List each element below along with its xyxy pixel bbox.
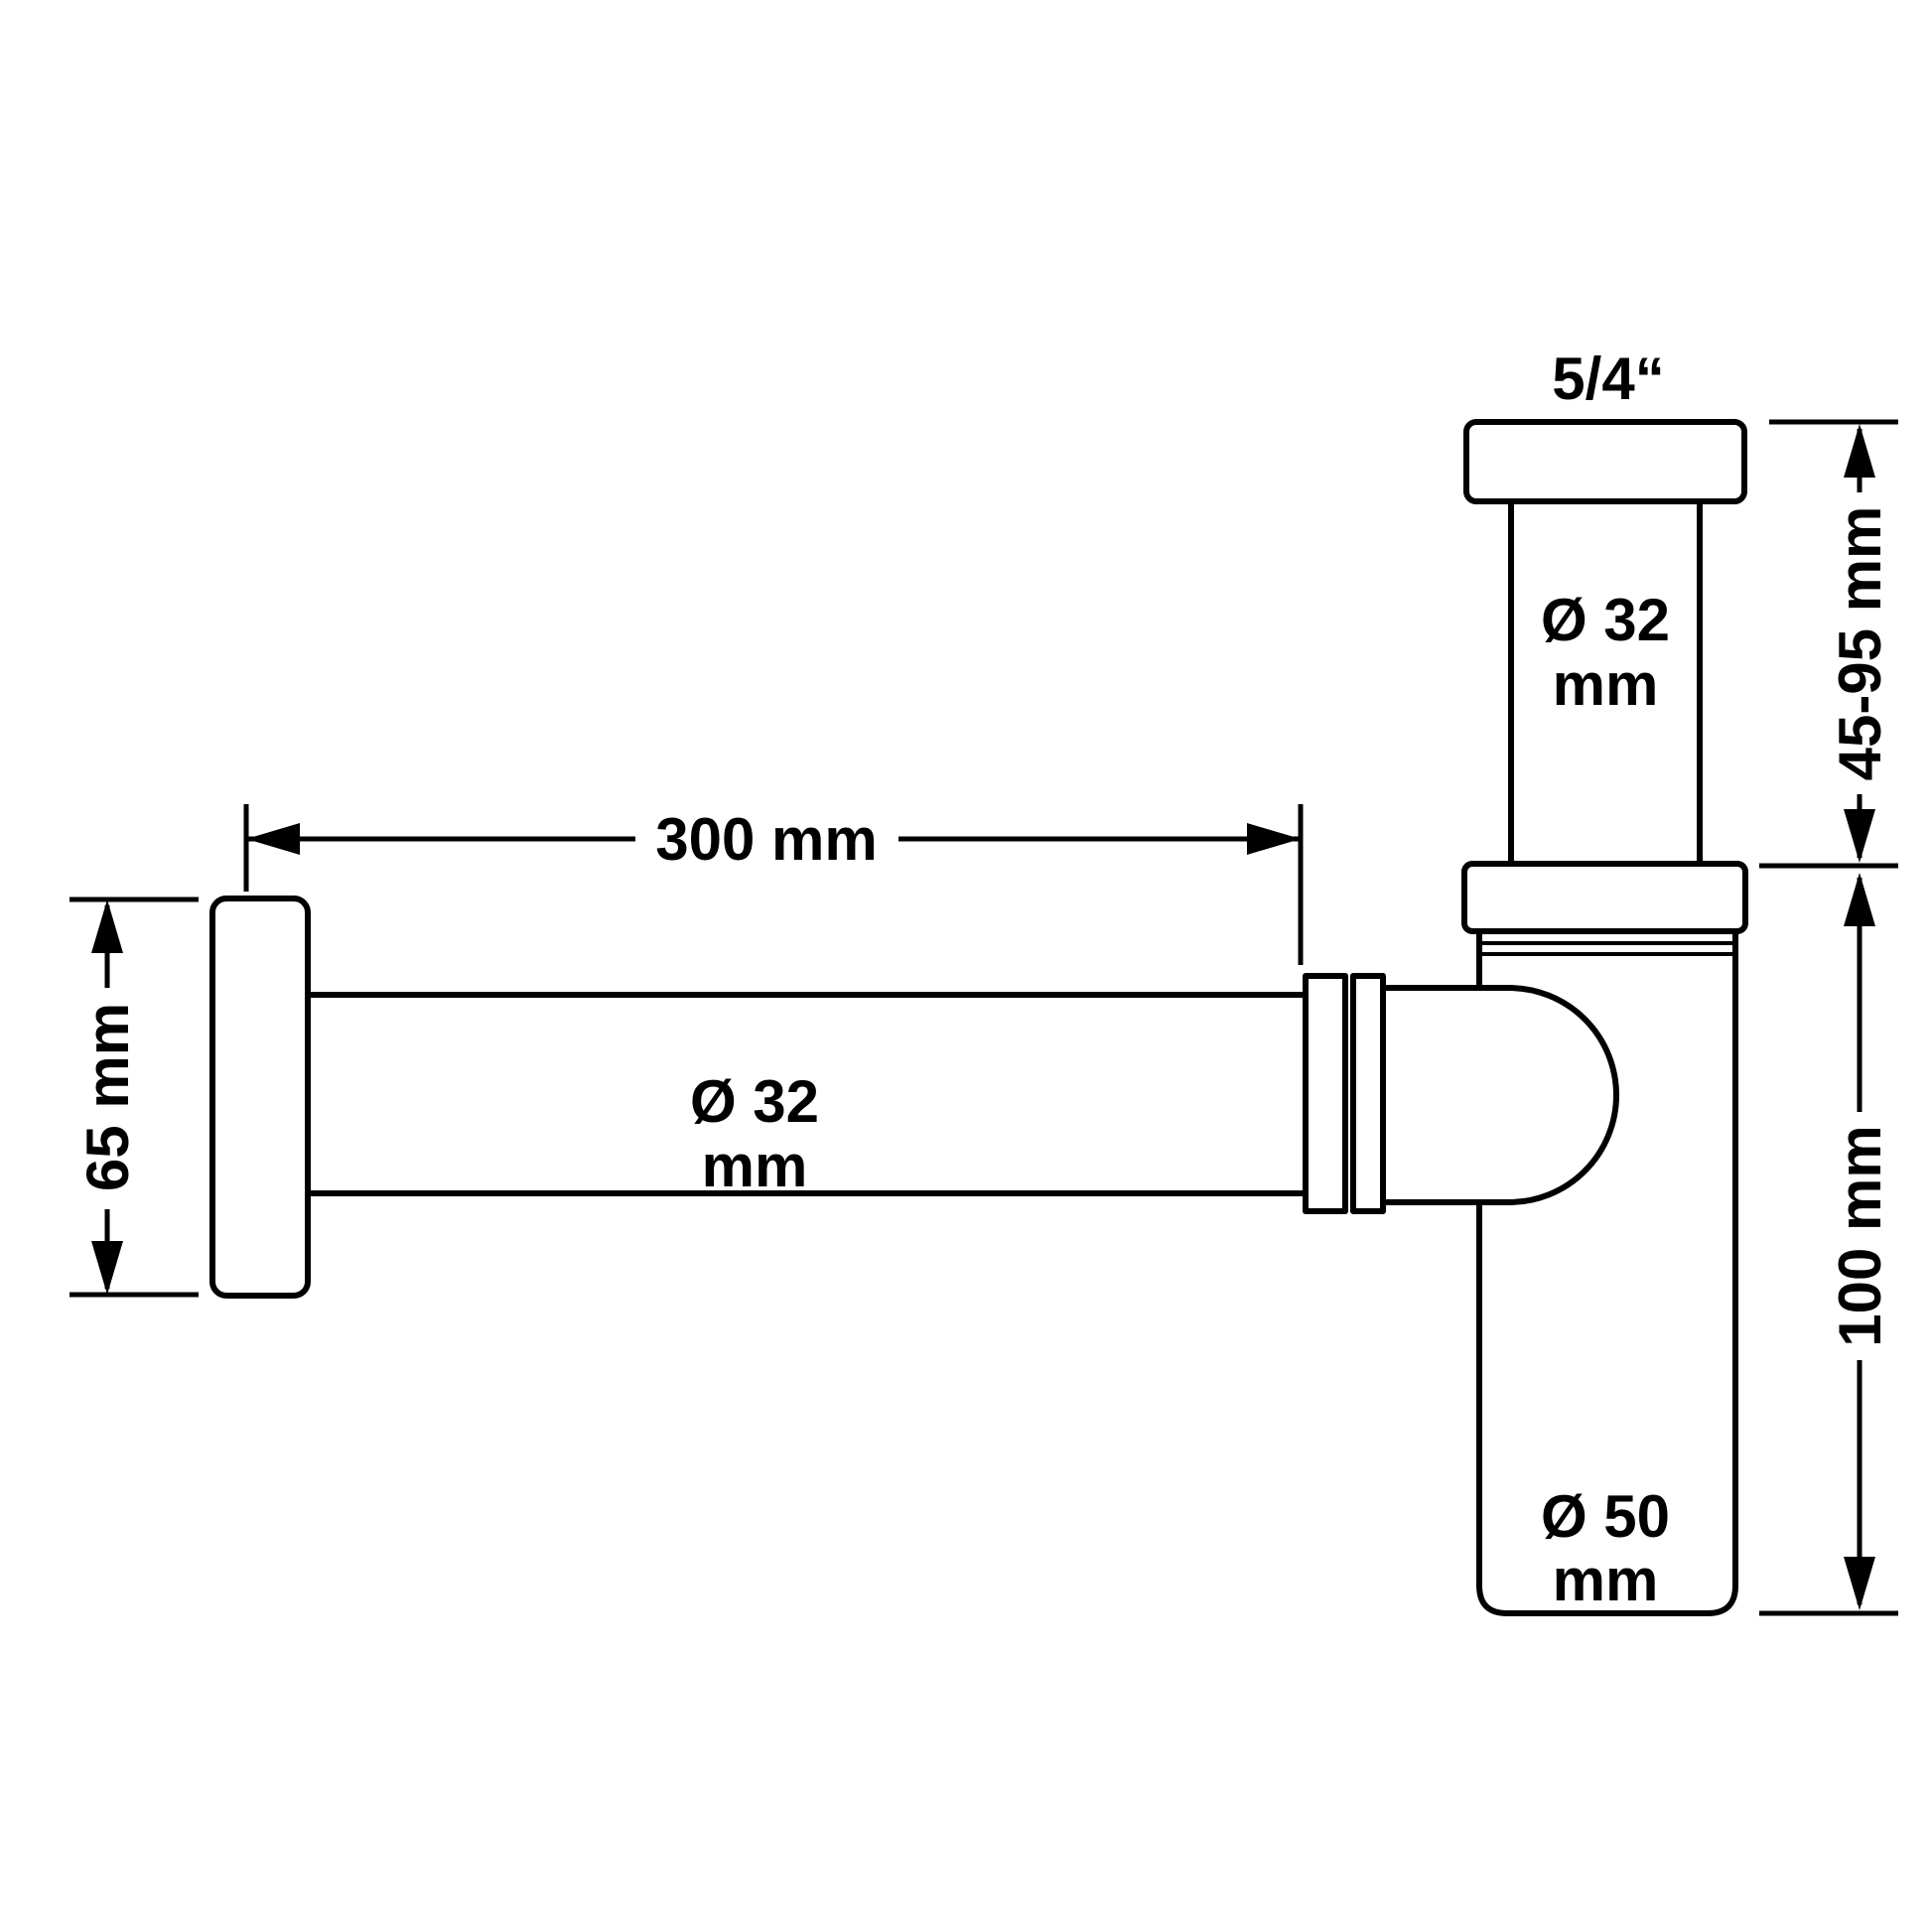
dimension-100mm: 100 mm [1759,873,1898,1616]
wall-flange [209,896,311,1299]
thread-size-label: 5/4“ [1552,345,1664,412]
dimension-65mm: 65 mm [69,897,199,1298]
arrow-down-icon [1844,1557,1875,1610]
vertical-pipe-diameter-label-line2: mm [1553,651,1659,718]
arrow-up-icon [1844,424,1875,478]
dimension-100mm-label: 100 mm [1827,1125,1893,1346]
body-seam-lines [1479,941,1735,956]
wall-tube-diameter-label-line2: mm [702,1133,808,1199]
dimension-300mm-label: 300 mm [655,806,877,873]
wall-tube-diameter-label-line1: Ø 32 [690,1068,819,1135]
arrow-down-icon [91,1241,123,1295]
dimension-65mm-label: 65 mm [74,1003,141,1191]
arrow-up-icon [1844,873,1875,926]
dimension-300mm-lines [243,804,1304,965]
arrow-right-icon [1247,823,1301,855]
arrow-down-icon [1844,809,1875,863]
dimension-45-95mm-label: 45-95 mm [1827,506,1893,781]
vertical-pipe-diameter-label-line1: Ø 32 [1541,587,1670,653]
body-diameter-label-line1: Ø 50 [1541,1483,1670,1550]
body-diameter-label-line2: mm [1553,1547,1659,1613]
vertical-pipe-fill [1511,501,1700,864]
body-coupling-nut [1461,861,1748,934]
arrow-up-icon [91,899,123,953]
wall-tube-nut-band-2 [1350,973,1386,1214]
dimension-300mm: 300 mm [243,804,1304,965]
wall-tube-nut-band-1 [1303,973,1348,1214]
vertical-pipe [1508,501,1703,864]
dimension-45-95mm: 45-95 mm [1759,419,1898,869]
arrow-left-icon [246,823,300,855]
elbow-outlet [1377,985,1619,1205]
inlet-nut [1463,419,1747,504]
